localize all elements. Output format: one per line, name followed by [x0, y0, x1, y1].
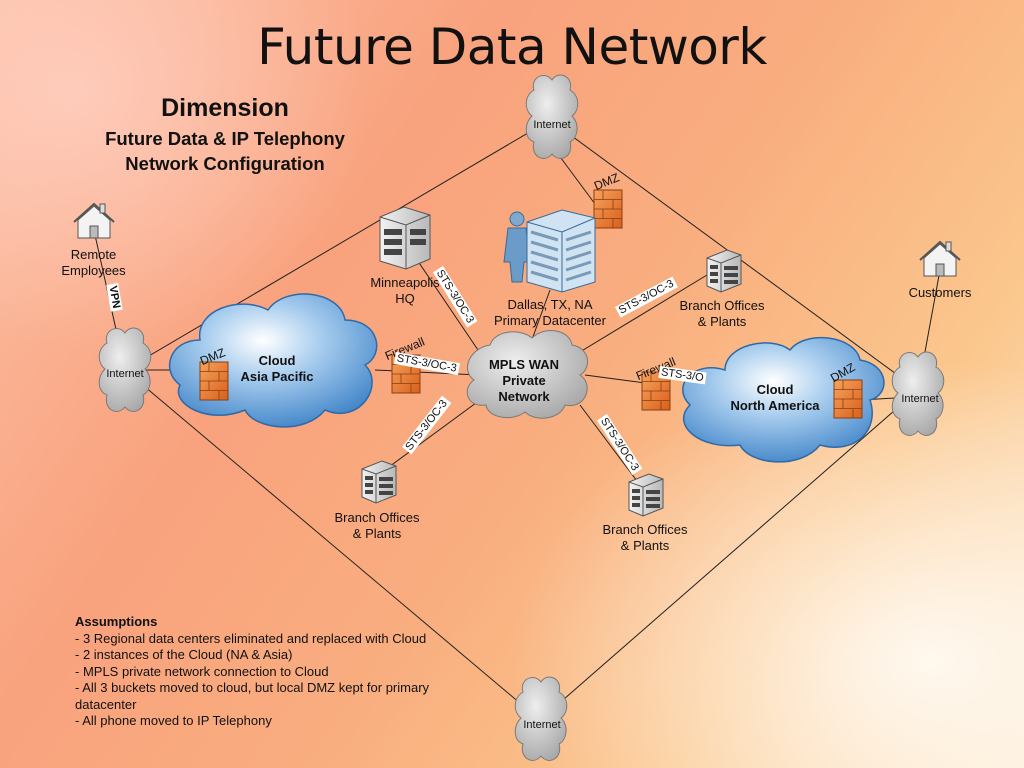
- assumptions-block: Assumptions - 3 Regional data centers el…: [75, 614, 445, 730]
- branch-bl-line-1: Branch Offices: [334, 510, 420, 525]
- subheading-line-1: Future Data & IP Telephony: [105, 128, 345, 149]
- slide-title: Future Data Network: [257, 18, 767, 76]
- mpls-wan-label: MPLS WAN Private Network: [474, 357, 574, 405]
- subheading-line-2: Network Configuration: [125, 153, 325, 174]
- assumption-item: - All phone moved to IP Telephony: [75, 713, 272, 728]
- mpls-wan-line-3: Network: [498, 389, 550, 404]
- cloud-north-america-shape: [682, 337, 885, 463]
- branch-rt-line-1: Branch Offices: [679, 298, 765, 313]
- branch-br-line-2: & Plants: [620, 538, 670, 553]
- dallas-line-2: Primary Datacenter: [494, 313, 606, 328]
- branch-bl-line-2: & Plants: [352, 526, 402, 541]
- cloud-asia-line-2: Asia Pacific: [240, 369, 314, 384]
- cloud-asia-line-1: Cloud: [258, 353, 296, 368]
- customers-house-icon: [919, 241, 961, 277]
- branch-br-line-1: Branch Offices: [602, 522, 688, 537]
- internet-label-left: Internet: [106, 368, 144, 380]
- cloud-na-line-2: North America: [730, 398, 820, 413]
- branch-offices-label-right-top: Branch Offices & Plants: [667, 298, 777, 330]
- assumption-item: - All 3 buckets moved to cloud, but loca…: [75, 680, 430, 712]
- branch-building-icon-bottom-left: [361, 460, 397, 504]
- cloud-north-america-label: Cloud North America: [720, 382, 830, 414]
- mpls-wan-line-2: Private: [502, 373, 546, 388]
- remote-employees-line-2: Employees: [61, 263, 126, 278]
- remote-employees-label: Remote Employees: [46, 247, 141, 279]
- cloud-na-line-1: Cloud: [756, 382, 794, 397]
- branch-offices-label-bottom-left: Branch Offices & Plants: [322, 510, 432, 542]
- cloud-asia-pacific-label: Cloud Asia Pacific: [222, 353, 332, 385]
- assumption-item: - 2 instances of the Cloud (NA & Asia): [75, 647, 293, 662]
- minneapolis-hq-building-icon: [379, 206, 431, 270]
- dallas-datacenter-icon: [503, 209, 596, 293]
- assumptions-title: Assumptions: [75, 614, 158, 629]
- minneapolis-line-2: HQ: [395, 291, 415, 306]
- branch-building-icon-right-top: [706, 249, 742, 293]
- dallas-line-1: Dallas, TX, NA: [507, 297, 593, 312]
- diagram-subheading: Future Data & IP Telephony Network Confi…: [60, 126, 390, 176]
- internet-label-bottom: Internet: [523, 719, 561, 731]
- internet-label-top: Internet: [533, 119, 571, 131]
- branch-rt-line-2: & Plants: [697, 314, 747, 329]
- customers-label: Customers: [908, 285, 972, 300]
- branch-building-icon-bottom-right: [628, 473, 664, 517]
- firewall-dmz-top: [593, 189, 623, 229]
- minneapolis-hq-label: Minneapolis HQ: [360, 275, 450, 307]
- mpls-wan-line-1: MPLS WAN: [488, 357, 560, 372]
- firewall-dmz-na: [833, 379, 863, 419]
- branch-offices-label-bottom-right: Branch Offices & Plants: [590, 522, 700, 554]
- minneapolis-line-1: Minneapolis: [370, 275, 440, 290]
- remote-employees-house-icon: [73, 203, 115, 239]
- mpls-wan-cloud-shape: [466, 330, 588, 419]
- remote-employees-line-1: Remote: [70, 247, 117, 262]
- diagram-heading: Dimension: [161, 94, 289, 122]
- assumption-item: - MPLS private network connection to Clo…: [75, 663, 329, 679]
- assumption-item: - 3 Regional data centers eliminated and…: [75, 630, 427, 646]
- internet-label-right: Internet: [901, 393, 939, 405]
- dallas-datacenter-label: Dallas, TX, NA Primary Datacenter: [480, 297, 620, 329]
